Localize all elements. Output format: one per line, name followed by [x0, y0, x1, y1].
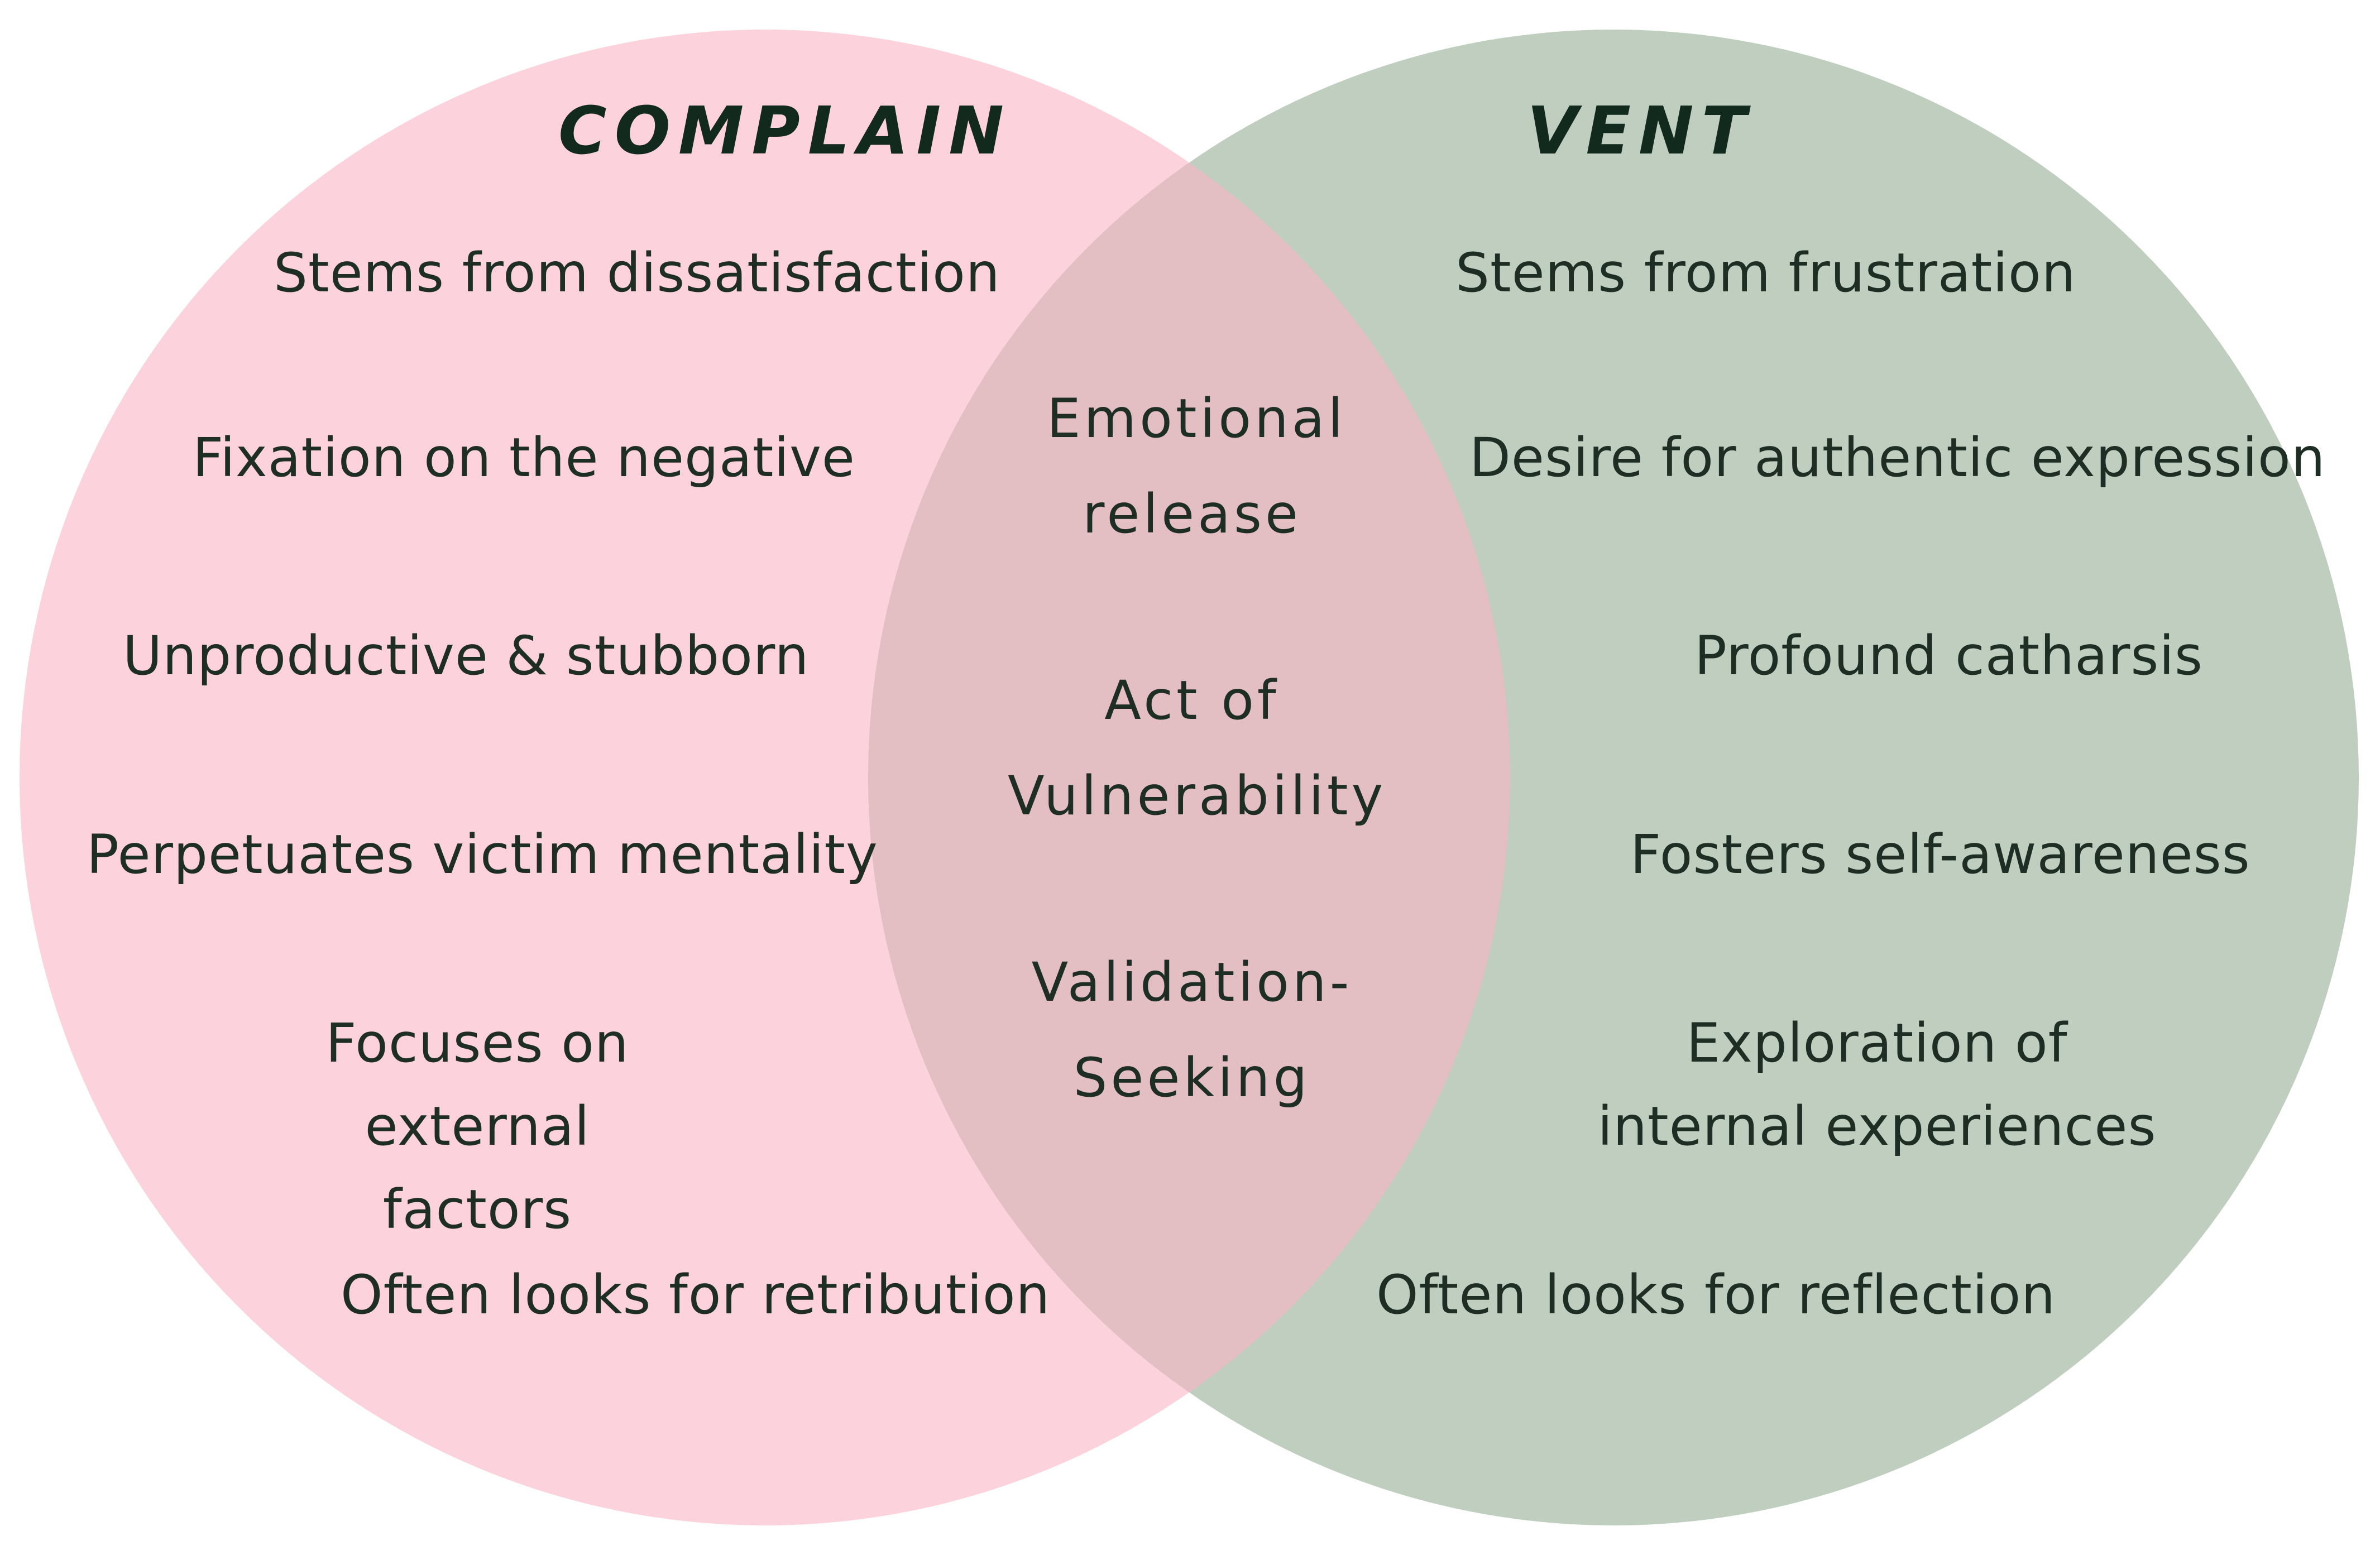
- overlap-item: Emotional release: [1047, 387, 1347, 545]
- vent-item: Stems from frustration: [1455, 242, 2076, 304]
- complain-item: Unproductive & stubborn: [123, 625, 810, 687]
- vent-item: Fosters self-awareness: [1630, 823, 2250, 886]
- overlap-item: Act of Vulnerability: [1008, 669, 1387, 827]
- complain-item: Often looks for retribution: [341, 1264, 1051, 1326]
- complain-title: COMPLAIN: [558, 92, 1012, 169]
- vent-item: Often looks for reflection: [1376, 1264, 2056, 1326]
- complain-item: Perpetuates victim mentality: [87, 823, 878, 886]
- vent-item: Desire for authentic expression: [1469, 426, 2326, 489]
- vent-item: Profound catharsis: [1694, 625, 2204, 687]
- complain-item: Focuses on external factors: [325, 1012, 629, 1241]
- overlap-region: [868, 30, 1510, 1525]
- vent-item: Exploration of internal experiences: [1597, 1012, 2157, 1158]
- overlap-item: Validation-Seeking: [1031, 951, 1353, 1109]
- complain-item: Stems from dissatisfaction: [274, 242, 1000, 304]
- vent-title: VENT: [1527, 92, 1755, 169]
- complain-item: Fixation on the negative: [193, 426, 855, 489]
